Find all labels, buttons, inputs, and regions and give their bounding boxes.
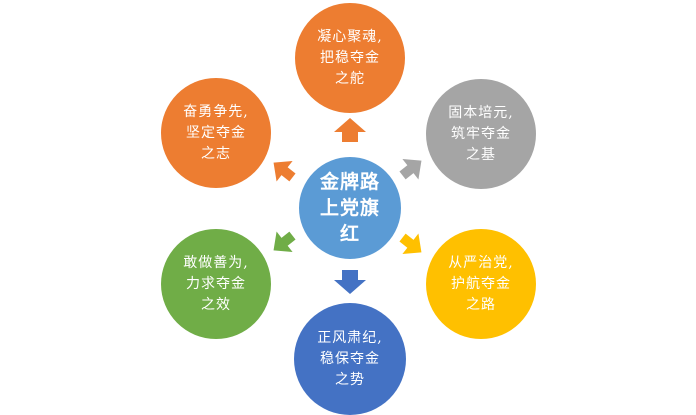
- node-top-left-label: 奋勇争先, 坚定夺金 之志: [183, 103, 249, 162]
- node-top-left: 奋勇争先, 坚定夺金 之志: [161, 78, 271, 188]
- node-top-right-label: 固本培元, 筑牢夺金 之基: [448, 104, 514, 163]
- node-bottom-right: 从严治党, 护航夺金 之路: [426, 229, 536, 339]
- node-bottom-left-label: 敢做善为, 力求夺金 之效: [183, 254, 249, 313]
- node-top: 凝心聚魂, 把稳夺金 之舵: [295, 3, 405, 113]
- arrow-to-bottom-right: [399, 233, 422, 255]
- arrow-to-bottom-left: [273, 231, 296, 253]
- node-bottom-left: 敢做善为, 力求夺金 之效: [161, 229, 271, 339]
- node-top-right: 固本培元, 筑牢夺金 之基: [426, 79, 536, 189]
- arrow-to-top-right: [399, 158, 422, 180]
- node-top-label: 凝心聚魂, 把稳夺金 之舵: [317, 28, 383, 87]
- node-bottom-right-label: 从严治党, 护航夺金 之路: [448, 254, 514, 313]
- arrow-to-top-left: [273, 160, 296, 182]
- node-bottom: 正风肃纪, 稳保夺金 之势: [294, 303, 406, 415]
- arrow-to-bottom: [334, 270, 366, 294]
- center-node-label: 金牌路 上党旗 红: [319, 171, 380, 245]
- center-node: 金牌路 上党旗 红: [296, 154, 404, 262]
- arrow-to-top: [334, 118, 366, 142]
- node-bottom-label: 正风肃纪, 稳保夺金 之势: [317, 329, 383, 388]
